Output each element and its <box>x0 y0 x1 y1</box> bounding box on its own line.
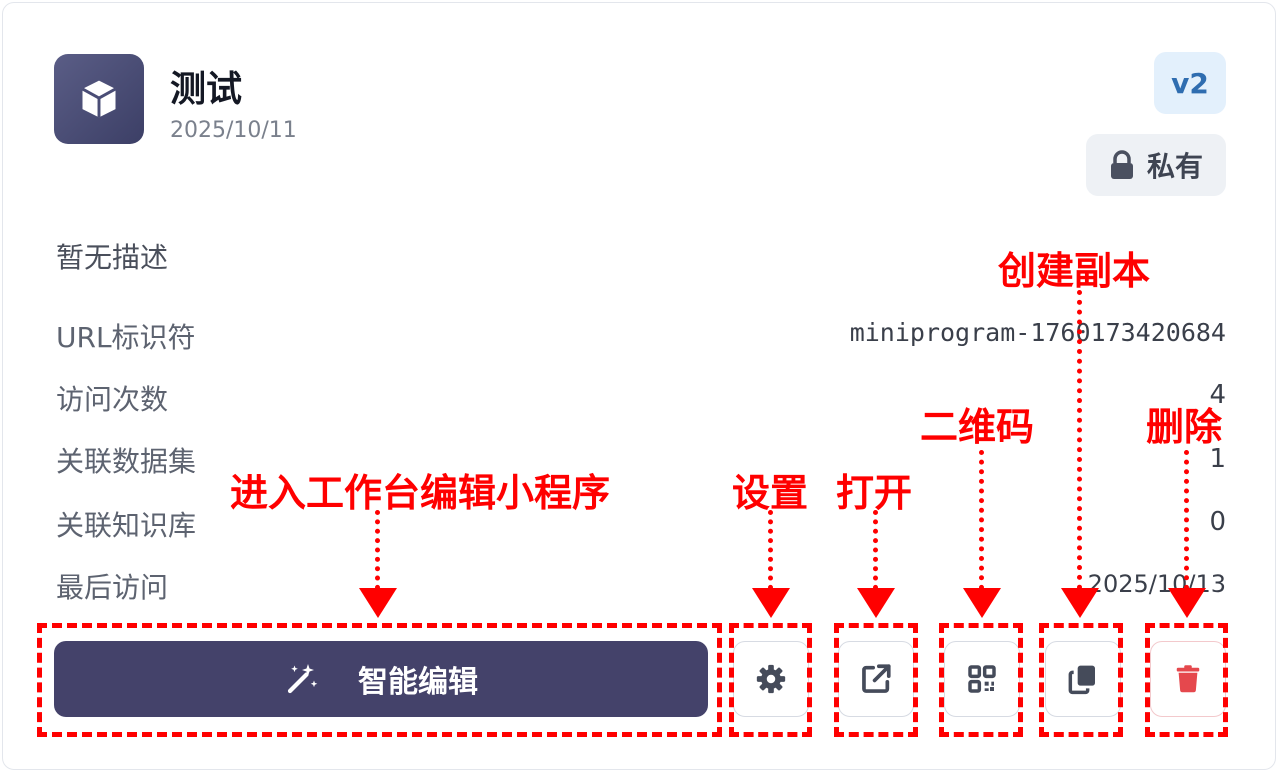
annotation-label-delete: 删除 <box>1146 405 1223 449</box>
open-button[interactable] <box>838 641 914 717</box>
annotation-arrow-settings <box>752 588 790 618</box>
delete-button[interactable] <box>1150 641 1226 717</box>
cube-icon <box>81 80 117 118</box>
annotation-label-qrcode: 二维码 <box>920 405 1035 449</box>
annotation-arrow-qrcode <box>963 588 1001 618</box>
annotation-label-settings: 设置 <box>732 471 809 515</box>
annotation-line-smart-edit <box>375 510 380 590</box>
external-link-icon <box>862 664 891 693</box>
lock-icon <box>1110 150 1133 179</box>
annotation-label-smart-edit: 进入工作台编辑小程序 <box>230 471 611 515</box>
privacy-badge: 私有 <box>1086 134 1226 196</box>
annotation-line-copy <box>1077 290 1082 590</box>
qrcode-button[interactable] <box>944 641 1020 717</box>
magic-wand-icon <box>287 664 318 694</box>
privacy-label: 私有 <box>1146 150 1203 183</box>
detail-label-knowledge: 关联知识库 <box>56 509 197 542</box>
annotation-line-delete <box>1184 450 1189 590</box>
gear-icon <box>756 664 786 694</box>
description: 暂无描述 <box>56 241 169 274</box>
annotation-arrow-delete <box>1168 588 1206 618</box>
annotation-arrow-smart-edit <box>359 588 397 618</box>
annotation-line-open <box>873 510 878 590</box>
annotation-line-qrcode <box>979 450 984 590</box>
detail-value-url: miniprogram-1760173420684 <box>849 318 1226 347</box>
annotation-arrow-copy <box>1061 588 1099 618</box>
trash-icon <box>1176 665 1200 693</box>
copy-icon <box>1068 665 1095 695</box>
detail-label-datasets: 关联数据集 <box>56 445 197 478</box>
copy-button[interactable] <box>1045 641 1121 717</box>
app-icon <box>54 54 144 144</box>
detail-label-url: URL标识符 <box>56 321 196 354</box>
settings-button[interactable] <box>733 641 809 717</box>
created-date: 2025/10/11 <box>170 118 297 143</box>
annotation-label-copy: 创建副本 <box>998 249 1151 293</box>
detail-value-datasets: 1 <box>1209 444 1226 474</box>
smart-edit-label: 智能编辑 <box>358 665 478 700</box>
detail-label-visits: 访问次数 <box>56 383 169 416</box>
smart-edit-button[interactable]: 智能编辑 <box>54 641 708 717</box>
detail-value-visits: 4 <box>1209 380 1226 410</box>
app-title: 测试 <box>170 69 243 110</box>
version-badge: v2 <box>1154 52 1226 114</box>
annotation-label-open: 打开 <box>836 471 913 515</box>
annotation-line-settings <box>768 510 773 590</box>
annotation-arrow-open <box>857 588 895 618</box>
qrcode-icon <box>968 665 996 693</box>
detail-value-knowledge: 0 <box>1209 507 1226 537</box>
detail-label-last-visit: 最后访问 <box>56 571 169 604</box>
